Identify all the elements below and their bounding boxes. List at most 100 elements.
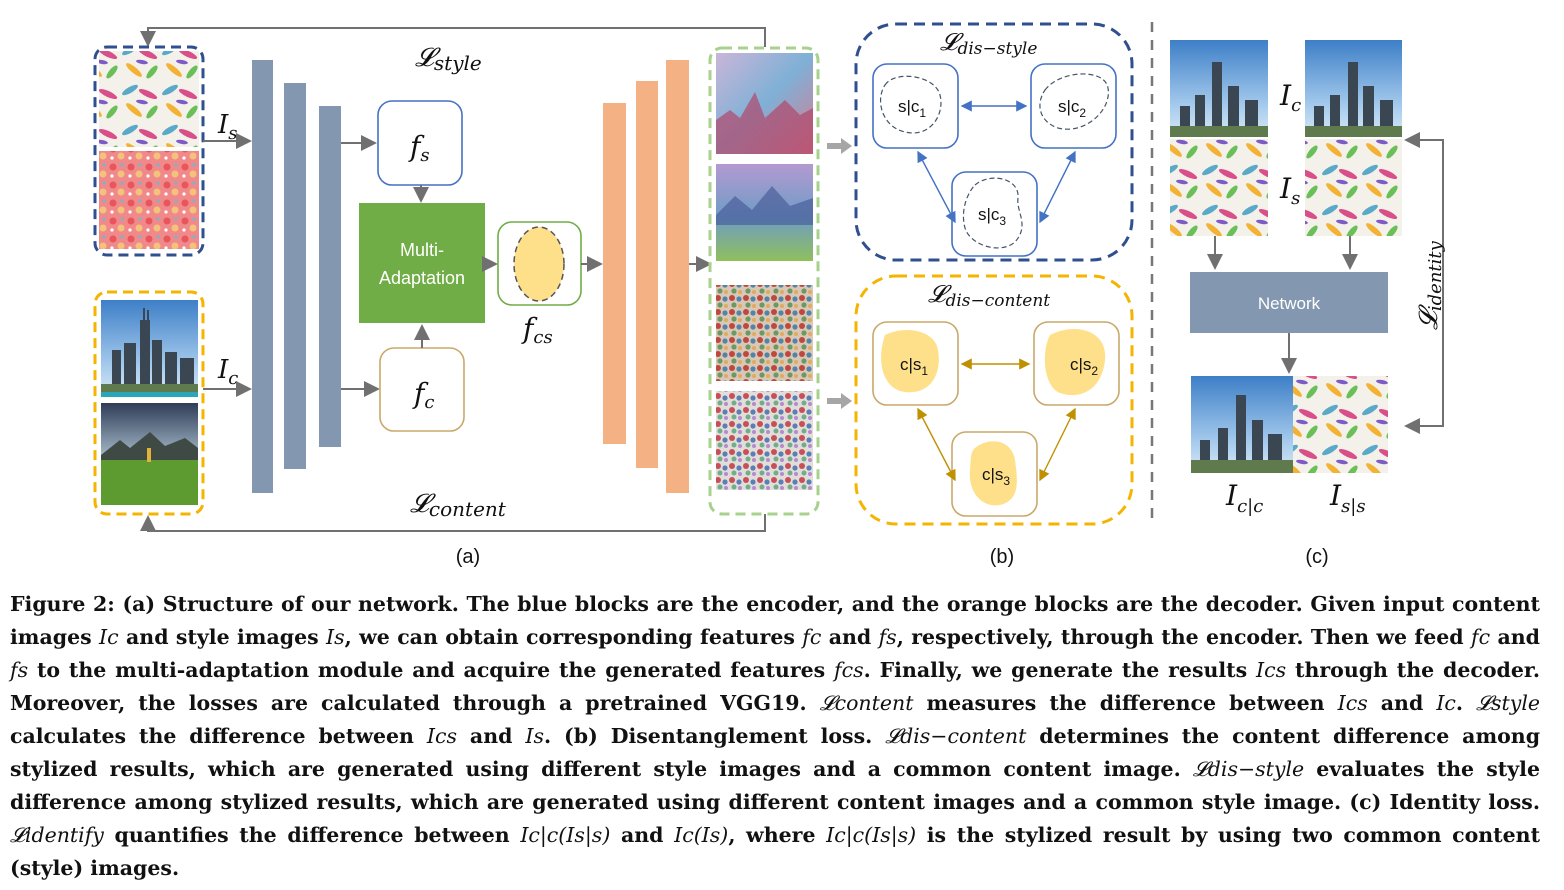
output-image-3	[716, 285, 813, 381]
caption-text: quantifies the difference between	[114, 823, 510, 847]
caption-math: Ic|c(Is|s)	[520, 823, 611, 847]
caption-math: 𝓛dis−content	[885, 724, 1027, 748]
panel-b-label: (b)	[990, 546, 1014, 568]
caption-text: and	[620, 823, 664, 847]
style-loss-label: 𝓛style	[415, 43, 482, 75]
caption-math: Ics	[1256, 658, 1287, 682]
content-images-group	[93, 290, 205, 516]
output-image-4	[716, 391, 813, 490]
caption-math: 𝓛style	[1476, 691, 1541, 715]
caption-text: , we can obtain corresponding features	[344, 625, 795, 649]
identity-style-image-2	[1305, 139, 1402, 236]
input-content-label: Ic	[217, 355, 238, 389]
caption-text: is the stylized result by using two comm…	[10, 823, 1541, 880]
caption-math: Ics	[1337, 691, 1368, 715]
fcs-label: fcs	[521, 312, 553, 348]
caption-text: and	[1497, 625, 1540, 649]
module-label-line2: Adaptation	[379, 268, 465, 288]
caption-math: 𝓛content	[819, 691, 914, 715]
multi-adaptation-module	[359, 203, 485, 323]
style-node-2	[1030, 63, 1117, 149]
caption-math: 𝓛dis−style	[1192, 757, 1305, 781]
style-image-flowers	[99, 151, 199, 249]
icc-label: Ic|c	[1225, 479, 1263, 517]
content-loss-label: 𝓛content	[410, 489, 507, 521]
caption-math: Ic(Is)	[674, 823, 729, 847]
caption-math: Is	[525, 724, 544, 748]
ic-label: Ic	[1279, 79, 1301, 116]
caption-text: calculates the difference between	[10, 724, 414, 748]
dis-style-label: 𝓛dis−style	[940, 28, 1037, 59]
caption-text: and	[1380, 691, 1424, 715]
caption-math: 𝓛identify	[10, 823, 104, 847]
identity-style-image-1	[1170, 139, 1268, 236]
caption-text: and	[828, 625, 872, 649]
identity-inputs	[1170, 40, 1402, 236]
is-label: Is	[1279, 172, 1300, 209]
identity-loss-label: 𝓛identity	[1414, 240, 1446, 330]
svg-text:c|s3: c|s3	[982, 465, 1010, 488]
panel-a-label: (a)	[456, 546, 480, 568]
panel-c-label: (c)	[1305, 546, 1328, 568]
city-skyline-icon	[112, 308, 194, 384]
dis-style-panel: 𝓛dis−style s|c1 s|c2 s|c3	[854, 22, 1134, 262]
identity-loss-arrow	[1404, 132, 1444, 434]
caption-text: , respectively, through the encoder. The…	[896, 625, 1464, 649]
svg-text:s|c3: s|c3	[978, 205, 1006, 228]
output-images-group	[708, 46, 820, 516]
caption-math: fs	[878, 625, 897, 649]
gray-arrow-to-style-loss	[827, 138, 852, 154]
caption-text: . Finally, we generate the results	[863, 658, 1248, 682]
input-style-label: Is	[217, 110, 238, 144]
caption-text: (a) Structure of our network. The blue b…	[10, 592, 1540, 649]
caption-math: Ics	[426, 724, 457, 748]
figure-number: Figure 2:	[10, 592, 115, 616]
caption-math: fcs	[834, 658, 864, 682]
svg-text:s|c1: s|c1	[898, 97, 926, 120]
content-loss-arrow	[140, 514, 766, 532]
caption-math: fc	[802, 625, 822, 649]
decoder-blocks	[603, 60, 689, 493]
module-label-line1: Multi-	[400, 240, 444, 260]
fcs-feature-blob	[513, 226, 565, 302]
caption-text: and style images	[126, 625, 319, 649]
caption-text: , where	[728, 823, 816, 847]
decoder-block-1	[603, 103, 626, 444]
caption-math: Ic	[1436, 691, 1456, 715]
figure-diagram: 𝓛style Is Ic fs Multi- Adapt	[93, 22, 1446, 568]
caption-text: through the decoder. Moreover, the losse…	[10, 658, 1540, 715]
figure-caption: Figure 2: (a) Structure of our network. …	[10, 588, 1540, 885]
identity-outputs	[1191, 376, 1388, 473]
style-loss-arrow	[140, 27, 766, 47]
encoder-block-1	[252, 60, 273, 493]
dis-content-label: 𝓛dis−content	[928, 280, 1050, 311]
encoder-block-2	[284, 83, 306, 469]
style-images-group	[93, 45, 205, 257]
caption-text: determines the content difference among …	[10, 724, 1541, 781]
dis-content-panel: 𝓛dis−content c|s1 c|s2 c|s3	[854, 274, 1134, 526]
caption-text: evaluates the style difference among sty…	[10, 757, 1540, 814]
caption-math: fc	[1471, 625, 1491, 649]
caption-math: fs	[10, 658, 29, 682]
svg-text:c|s2: c|s2	[1070, 355, 1098, 378]
caption-text: and	[469, 724, 513, 748]
caption-text: .	[1455, 691, 1464, 715]
caption-math: Is	[326, 625, 345, 649]
style-image-feathers	[99, 51, 199, 147]
svg-text:s|c2: s|c2	[1058, 97, 1086, 120]
network-block	[1190, 272, 1388, 333]
network-label: Network	[1258, 294, 1321, 313]
iss-label: Is|s	[1329, 479, 1366, 517]
gray-arrow-to-content-loss	[827, 393, 852, 409]
caption-math: Ic|c(Is|s)	[826, 823, 917, 847]
svg-text:c|s1: c|s1	[900, 355, 928, 378]
caption-text: . (b) Disentanglement loss.	[544, 724, 873, 748]
caption-math: Ic	[99, 625, 119, 649]
caption-text: measures the difference between	[926, 691, 1325, 715]
encoder-blocks	[252, 60, 341, 493]
decoder-block-2	[636, 81, 658, 468]
caption-text: to the multi-adaptation module and acqui…	[36, 658, 826, 682]
identity-output-style	[1293, 376, 1388, 473]
encoder-block-3	[319, 106, 341, 447]
decoder-block-3	[666, 60, 689, 493]
